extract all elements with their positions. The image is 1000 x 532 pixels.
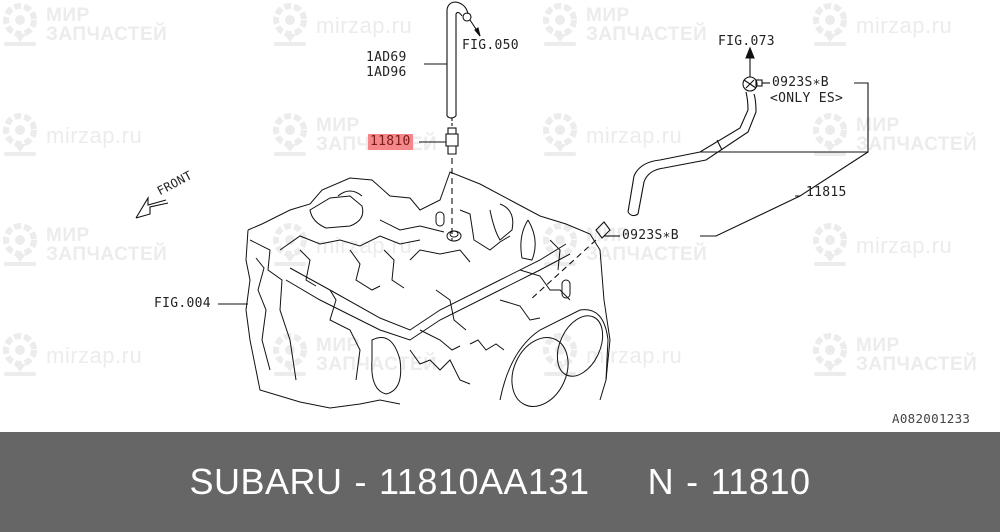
watermark: mirzap.ru	[810, 2, 952, 48]
label-hose-1ad96[interactable]: 1AD96	[366, 65, 407, 80]
watermark-text: МИР	[856, 115, 900, 136]
watermark-logo-icon	[273, 113, 307, 156]
watermark-text: mirzap.ru	[586, 122, 683, 148]
watermark-text: mirzap.ru	[856, 12, 953, 38]
hose-11815	[529, 46, 869, 301]
part-number: 11810AA131	[379, 461, 590, 502]
watermark: mirzap.ru	[270, 2, 412, 48]
watermark-text: ЗАПЧАСТЕЙ	[856, 134, 978, 155]
watermark-logo-icon	[813, 113, 847, 156]
watermark-logo-icon	[3, 113, 37, 156]
label-part-11810-highlighted[interactable]: 11810	[368, 134, 413, 150]
watermark-text: mirzap.ru	[586, 342, 683, 368]
watermark-text: mirzap.ru	[856, 232, 953, 258]
part-info-text: SUBARU - 11810AA131 N - 11810	[0, 432, 1000, 532]
watermark-text: mirzap.ru	[46, 122, 143, 148]
pcv-valve-11810	[419, 118, 459, 240]
watermark-text: МИР	[46, 5, 90, 26]
watermark-logo-icon	[3, 223, 37, 266]
watermark-logo-icon	[813, 333, 847, 376]
watermark-logo-icon	[813, 3, 847, 46]
label-clamp-bottom[interactable]: 0923S∗B	[622, 228, 679, 243]
label-hose-11815[interactable]: 11815	[806, 185, 847, 200]
watermark: mirzap.ru	[810, 222, 952, 268]
label-fig-073[interactable]: FIG.073	[718, 34, 775, 49]
label-clamp-top[interactable]: 0923S∗B	[772, 75, 829, 90]
watermark-text: МИР	[316, 115, 360, 136]
watermark: mirzap.ru	[540, 112, 682, 158]
watermark: mirzap.ru	[0, 112, 142, 158]
watermark-text: МИР	[46, 225, 90, 246]
watermark-logo-icon	[273, 333, 307, 376]
watermark-text: ЗАПЧАСТЕЙ	[316, 354, 438, 375]
watermark-text: mirzap.ru	[46, 342, 143, 368]
watermark-logo-icon	[273, 223, 307, 266]
n-label: N	[647, 461, 675, 502]
watermark-text: МИР	[316, 335, 360, 356]
separator: -	[686, 461, 699, 502]
watermark-text: mirzap.ru	[316, 12, 413, 38]
watermark-text: МИР	[586, 5, 630, 26]
brand-name: SUBARU	[189, 461, 343, 502]
front-arrow-icon	[135, 196, 169, 219]
watermark-logo-icon	[543, 3, 577, 46]
engine-line-drawing	[135, 1, 869, 409]
label-fig-050[interactable]: FIG.050	[462, 38, 519, 53]
watermark-text: ЗАПЧАСТЕЙ	[46, 244, 168, 265]
label-clamp-top-note: <ONLY ES>	[770, 91, 844, 106]
label-fig-004[interactable]: FIG.004	[154, 296, 211, 311]
engine-cylinder-head	[245, 171, 611, 409]
watermark-text: ЗАПЧАСТЕЙ	[856, 354, 978, 375]
separator: -	[354, 461, 368, 502]
watermark-text: ЗАПЧАСТЕЙ	[586, 244, 708, 265]
watermark: mirzap.ru	[0, 332, 142, 378]
watermark-logo-icon	[813, 223, 847, 266]
hose-1ad69	[424, 1, 481, 119]
diagram-code: A082001233	[892, 411, 971, 426]
watermark-text: МИР	[856, 335, 900, 356]
watermark-logo-icon	[273, 3, 307, 46]
watermark-logo-icon	[3, 3, 37, 46]
label-hose-1ad69[interactable]: 1AD69	[366, 50, 407, 65]
watermark-logo-icon	[3, 333, 37, 376]
watermark-text: ЗАПЧАСТЕЙ	[46, 24, 168, 45]
watermark-logo-icon	[543, 113, 577, 156]
watermark-text: ЗАПЧАСТЕЙ	[586, 24, 708, 45]
n-value: 11810	[710, 461, 811, 502]
part-info-footer: SUBARU - 11810AA131 N - 11810	[0, 432, 1000, 532]
